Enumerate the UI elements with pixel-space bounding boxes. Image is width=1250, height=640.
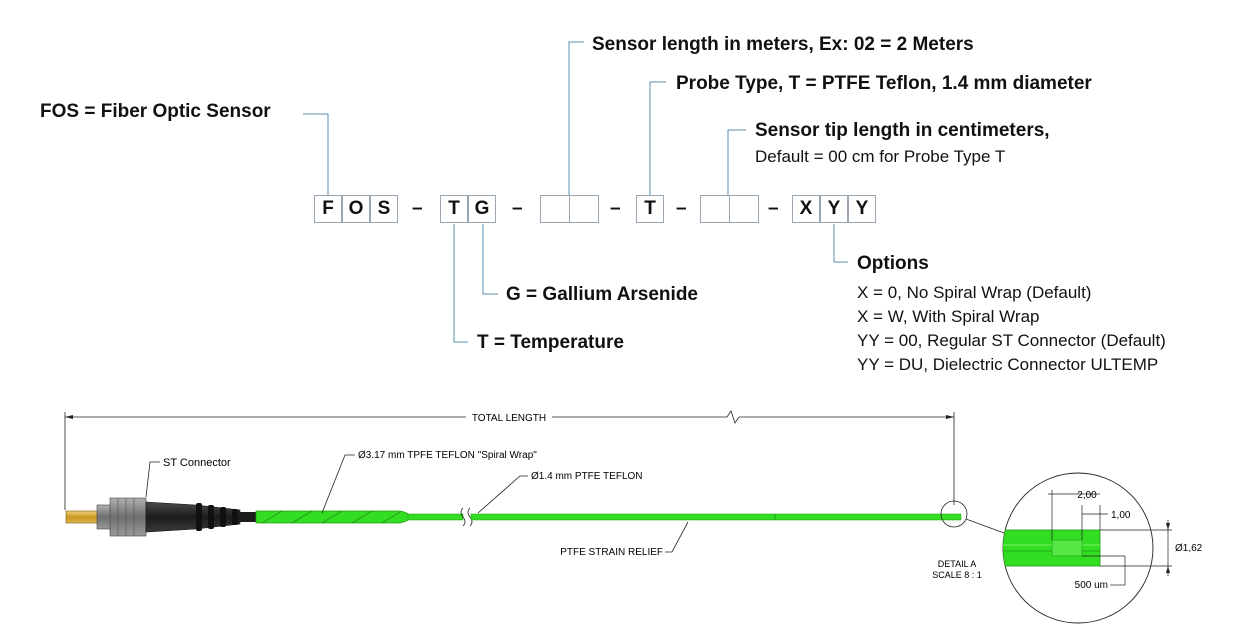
leader-probe-type bbox=[649, 81, 666, 196]
code-separator: – bbox=[676, 198, 687, 219]
option-item: X = 0, No Spiral Wrap (Default) bbox=[857, 283, 1092, 302]
code-separator: – bbox=[768, 198, 779, 219]
spiral-wrap-label: Ø3.17 mm TPFE TEFLON "Spiral Wrap" bbox=[358, 450, 537, 461]
g-label: G = Gallium Arsenide bbox=[506, 284, 698, 305]
option-item: X = W, With Spiral Wrap bbox=[857, 307, 1040, 326]
probe-type-label: Probe Type, T = PTFE Teflon, 1.4 mm diam… bbox=[676, 73, 1092, 94]
option-item: YY = DU, Dielectric Connector ULTEMP bbox=[857, 355, 1159, 374]
connector-body bbox=[109, 497, 147, 537]
code-box: G bbox=[468, 195, 496, 223]
dim-2-00: 2,00 bbox=[1077, 490, 1097, 501]
scale-label: SCALE 8 : 1 bbox=[932, 570, 982, 580]
code-box: T bbox=[636, 195, 664, 223]
code-box: X bbox=[792, 195, 820, 223]
st-connector-label: ST Connector bbox=[163, 457, 231, 469]
code-box: F bbox=[314, 195, 342, 223]
ptfe-teflon-label: Ø1.4 mm PTFE TEFLON bbox=[531, 471, 643, 482]
code-box bbox=[569, 195, 599, 223]
leader-sensor-length bbox=[568, 41, 584, 196]
code-separator: – bbox=[610, 198, 621, 219]
code-box: T bbox=[440, 195, 468, 223]
code-box bbox=[729, 195, 759, 223]
detail-a-label: DETAIL A bbox=[938, 559, 977, 569]
callout-leaders bbox=[303, 41, 848, 343]
total-length-label: TOTAL LENGTH bbox=[472, 413, 546, 424]
brass-ferrule bbox=[65, 510, 99, 524]
boot-tail bbox=[240, 512, 256, 522]
leader-tip-length bbox=[727, 129, 746, 196]
leader-options bbox=[833, 224, 848, 263]
code-box: Y bbox=[848, 195, 876, 223]
option-item: YY = 00, Regular ST Connector (Default) bbox=[857, 331, 1166, 350]
code-box: O bbox=[342, 195, 370, 223]
strain-relief-label: PTFE STRAIN RELIEF bbox=[560, 547, 663, 558]
t-label: T = Temperature bbox=[477, 332, 624, 353]
leader-t bbox=[453, 224, 468, 343]
leader-g bbox=[482, 224, 498, 295]
code-separator: – bbox=[512, 198, 523, 219]
options-title: Options bbox=[857, 253, 929, 274]
fiber-segment bbox=[407, 513, 464, 521]
leader-fos bbox=[303, 113, 329, 196]
fos-label: FOS = Fiber Optic Sensor bbox=[40, 101, 271, 122]
code-separator: – bbox=[412, 198, 423, 219]
sensor-length-label: Sensor length in meters, Ex: 02 = 2 Mete… bbox=[592, 34, 974, 55]
dim-1-62: Ø1,62 bbox=[1175, 543, 1203, 554]
code-box bbox=[540, 195, 570, 223]
tip-length-title: Sensor tip length in centimeters, bbox=[755, 120, 1050, 141]
detail-marker bbox=[940, 500, 968, 528]
tip-length-default: Default = 00 cm for Probe Type T bbox=[755, 147, 1006, 166]
connector-nut bbox=[96, 504, 112, 530]
dim-500um: 500 um bbox=[1075, 580, 1108, 591]
dim-1-00: 1,00 bbox=[1111, 510, 1131, 521]
code-box: S bbox=[370, 195, 398, 223]
fiber-segment bbox=[470, 513, 962, 521]
code-box: Y bbox=[820, 195, 848, 223]
